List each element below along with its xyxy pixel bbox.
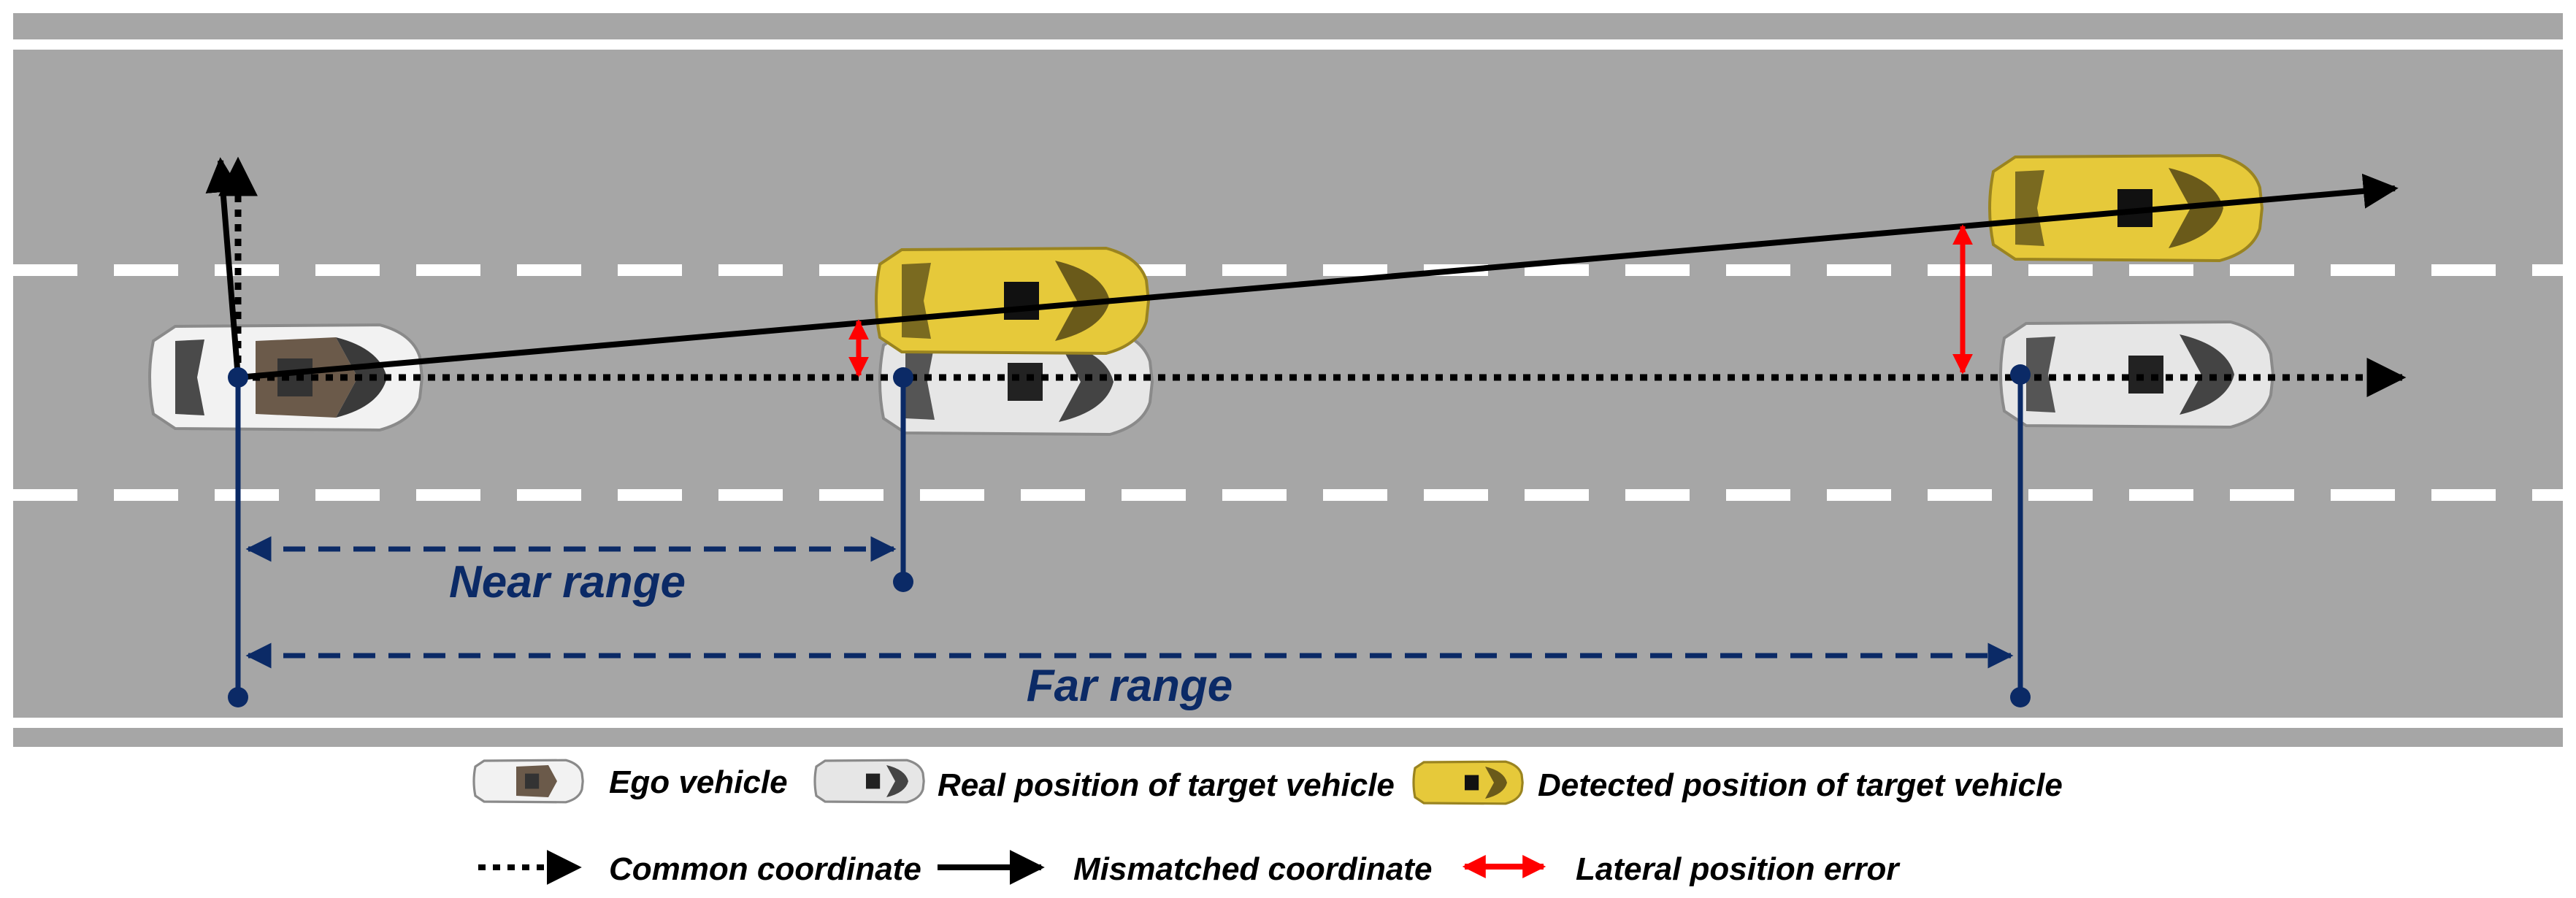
legend-ego-vehicle-label: Ego vehicle [609,764,788,800]
near-range-label: Near range [449,557,686,607]
legend-detected-position-icon [1412,760,1524,805]
road-edge-top [13,39,2563,50]
range-markers: Near range Far range [228,364,2031,711]
road-edge-bottom [13,718,2563,728]
far-range-end-dot [2010,687,2031,707]
near-range-end-dot [893,572,913,592]
legend-detected-position-label: Detected position of target vehicle [1538,767,2063,803]
near-target-origin-dot [893,367,913,388]
legend-mismatched-coordinate-label: Mismatched coordinate [1073,851,1432,887]
detected-target-vehicle-far [1988,154,2263,262]
legend-real-position-label: Real position of target vehicle [938,767,1395,803]
legend-lateral-error-label: Lateral position error [1576,851,1901,887]
legend-real-position-icon [813,759,925,804]
ego-origin-dot [228,367,248,388]
mismatched-coordinate-y-axis [205,157,241,378]
legend-common-coordinate-label: Common coordinate [609,851,921,887]
far-range-label: Far range [1027,661,1233,711]
mismatched-coordinate-x-axis [237,173,2399,380]
real-target-vehicle-near [878,328,1154,436]
far-target-origin-dot [2010,364,2031,385]
legend: Ego vehicle Real position of target vehi… [472,759,2063,887]
ego-range-end-dot [228,687,248,707]
legend-ego-vehicle-icon [472,759,584,804]
